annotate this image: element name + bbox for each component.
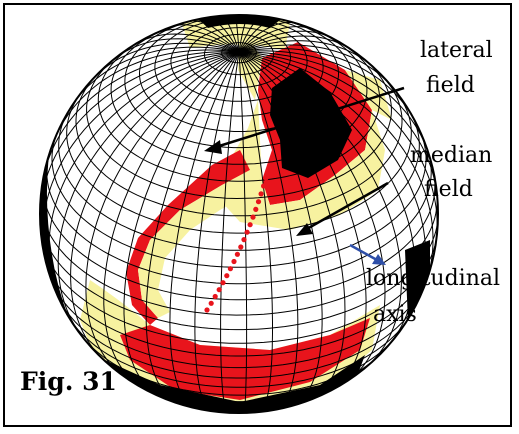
- grid-parallel-line: [170, 21, 308, 102]
- longitudinal-dot: [261, 183, 267, 189]
- grid-parallel-line: [44, 255, 435, 357]
- longitudinal-dot: [250, 214, 256, 220]
- longitudinal-dot: [224, 273, 230, 279]
- grid-parallel-line: [58, 108, 420, 251]
- longitudinal-dot: [231, 258, 237, 265]
- longitudinal-dot: [212, 293, 218, 300]
- grid-parallel-line: [75, 71, 403, 217]
- grid-parallel-line: [66, 90, 412, 234]
- longitudinal-dot: [263, 175, 269, 181]
- grid-parallel-line: [40, 190, 438, 316]
- grid-meridian-line: [89, 42, 240, 83]
- lateral-arrow: [204, 86, 405, 154]
- grid-meridian-line: [103, 51, 240, 390]
- sphere-outline: [39, 14, 439, 414]
- grid-meridian-line: [239, 51, 438, 204]
- grid-parallel-line: [42, 171, 436, 301]
- grid-parallel-line: [86, 54, 392, 200]
- longitudinal-dot: [220, 280, 226, 286]
- longitudinal-dot: [216, 287, 222, 293]
- grid-parallel-line: [58, 296, 421, 379]
- grid-parallel-line: [221, 42, 257, 64]
- grid-parallel-line: [40, 211, 438, 331]
- lateral-label-line1: lateral: [420, 38, 493, 63]
- median-label-line2: field: [424, 177, 473, 202]
- longitudinal-dot: [234, 251, 240, 257]
- grid-parallel-line: [97, 39, 381, 182]
- median-label-line1: median: [410, 143, 492, 168]
- grid-parallel-line: [110, 24, 368, 165]
- sphere-surface: [40, 15, 438, 413]
- longitudinal-dot: [227, 266, 233, 272]
- grid-parallel-line: [203, 33, 275, 76]
- grid-meridian-line: [40, 51, 240, 230]
- grid-meridian-line: [57, 51, 240, 342]
- grid-meridian-line: [52, 49, 240, 145]
- grid-parallel-line: [68, 315, 411, 388]
- longitudinal-dot: [208, 300, 214, 306]
- lateral-label-line2: field: [426, 73, 475, 98]
- grid-meridian-line: [145, 51, 240, 406]
- grid-meridian-line: [70, 51, 240, 363]
- longitudinal-dot: [241, 237, 247, 243]
- grid-meridian-line: [238, 51, 323, 407]
- grid-parallel-line: [154, 17, 324, 117]
- longitudinal-dot-line: [204, 175, 269, 313]
- grid-meridian-line: [70, 46, 240, 108]
- grid-parallel-line: [49, 276, 429, 369]
- grid-meridian-line: [187, 20, 240, 53]
- longitudinal-dot: [255, 199, 262, 205]
- grid-meridian-line: [238, 51, 427, 322]
- grid-meridian-line: [42, 51, 240, 273]
- longitudinal-dot: [244, 229, 250, 235]
- longitudinal-label-line2: axis: [373, 302, 417, 327]
- grid-parallel-line: [46, 150, 432, 285]
- median-arrow: [296, 181, 389, 236]
- figure-caption: Fig. 31: [20, 367, 117, 396]
- longitudinal-dot: [238, 244, 244, 250]
- grid-meridian-line: [133, 33, 240, 53]
- grid-meridian-line: [238, 30, 334, 53]
- grid-parallel-line: [40, 233, 438, 344]
- longitudinal-dot: [204, 307, 210, 313]
- median-yellow-left: [138, 170, 252, 318]
- longitudinal-dot: [258, 191, 264, 197]
- longitudinal-dot: [247, 222, 253, 228]
- grid-meridian-line: [169, 51, 240, 409]
- grid-meridian-line: [238, 51, 438, 248]
- grid-meridian-line: [238, 51, 416, 350]
- grid-meridian-line: [238, 51, 386, 384]
- grid-parallel-line: [139, 15, 339, 132]
- longitudinal-label-line1: longitudinal: [366, 266, 500, 291]
- axis-arrow: [349, 243, 386, 265]
- grid-parallel-line: [187, 27, 291, 88]
- longitudinal-dot: [253, 206, 259, 212]
- grid-meridian-line: [110, 38, 240, 62]
- grid-parallels: [40, 15, 438, 413]
- grid-meridian-line: [238, 47, 416, 122]
